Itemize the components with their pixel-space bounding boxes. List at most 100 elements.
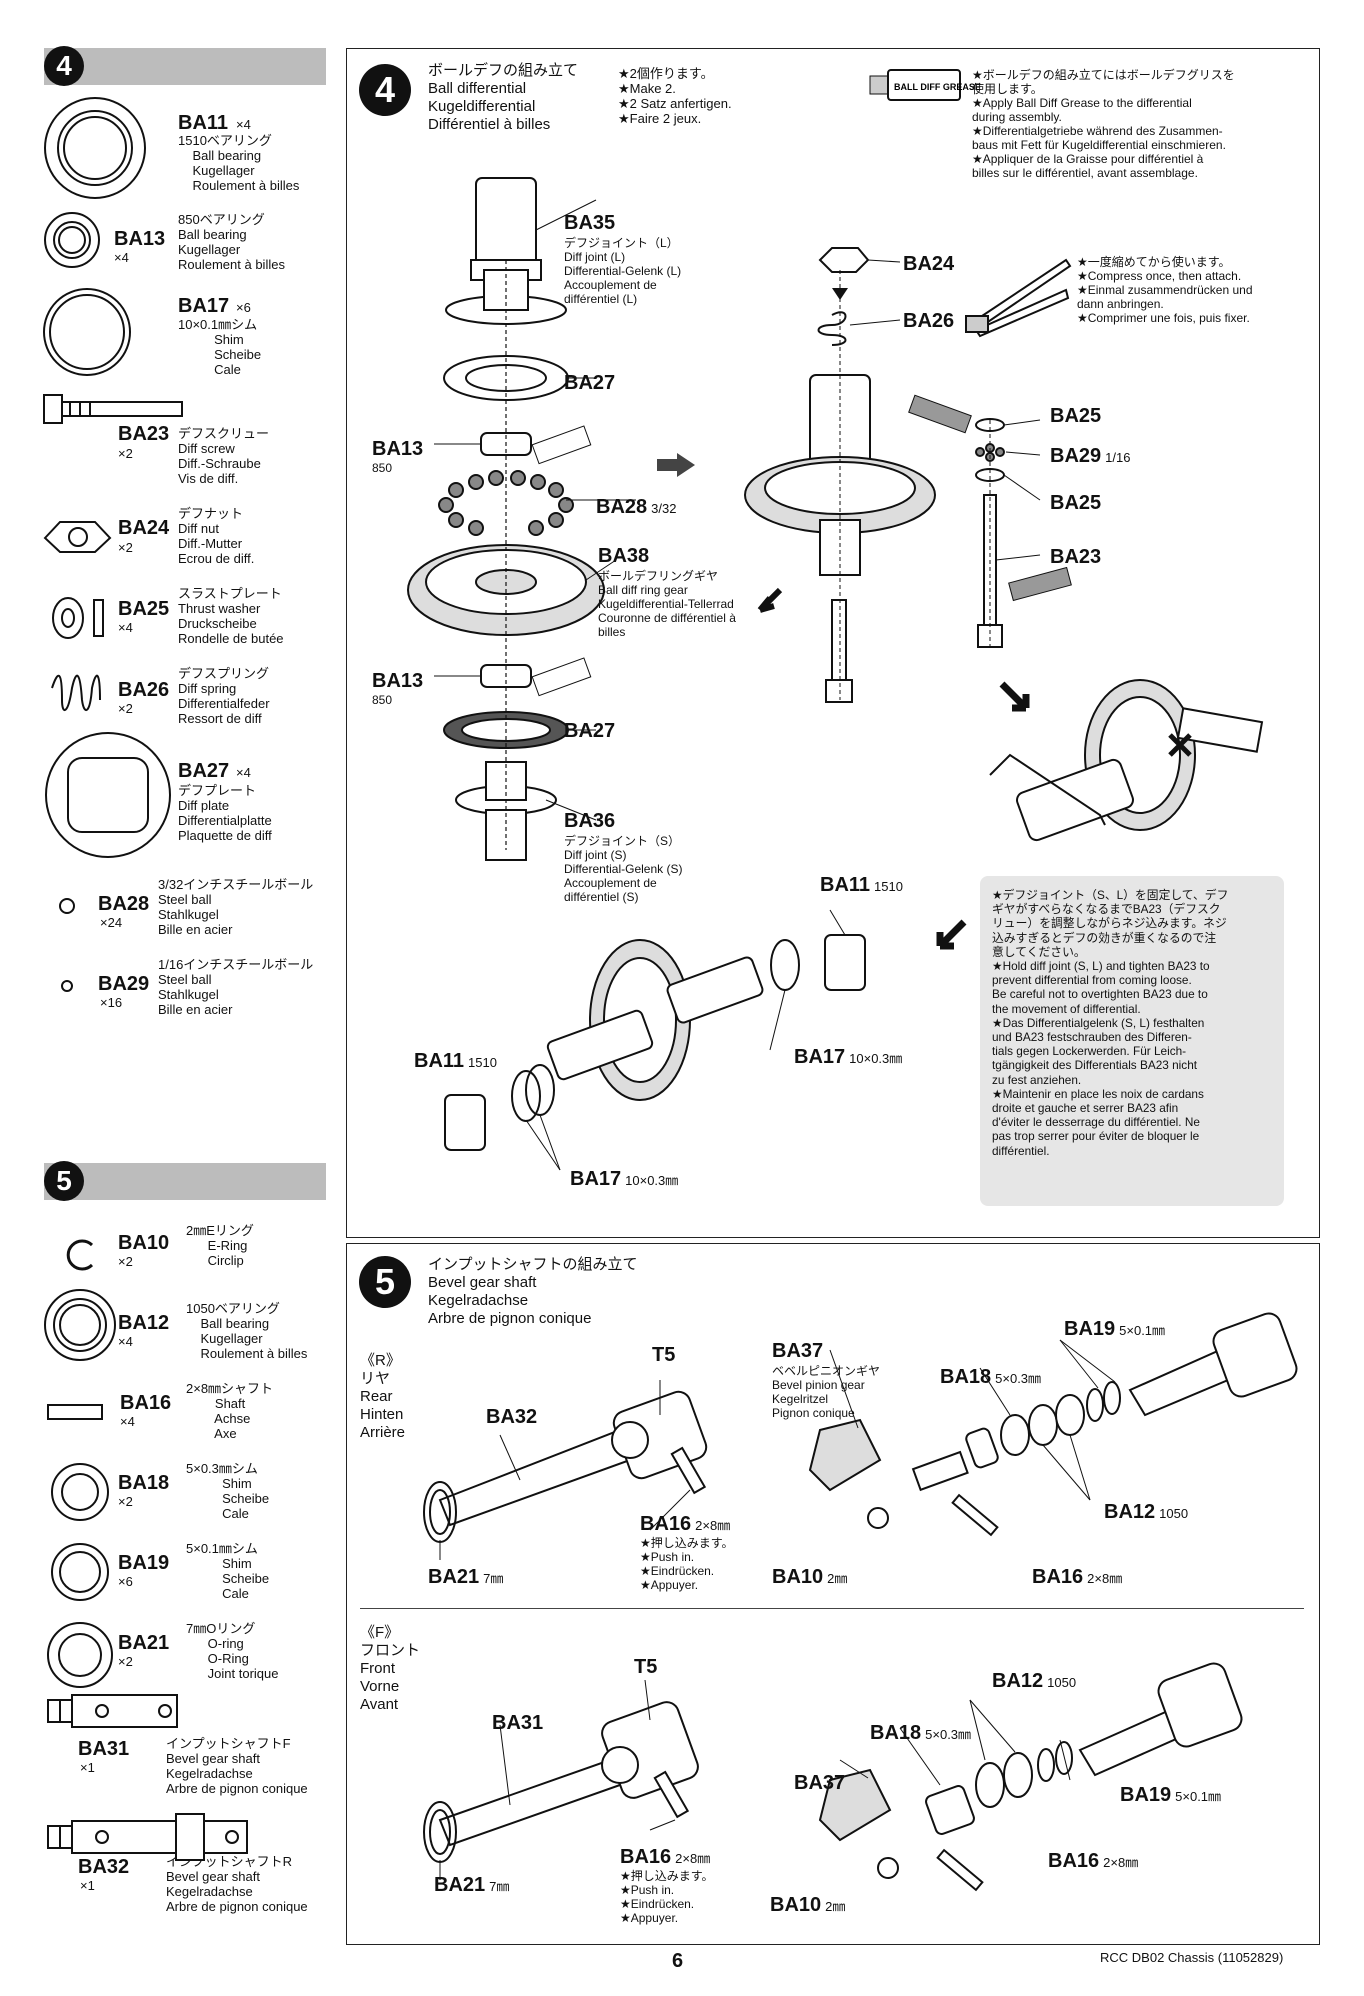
sidebar-step5-part-code: BA32 bbox=[78, 1856, 130, 1878]
sidebar-step4-part-desc: デフプレート Diff plate Differentialplatte Pla… bbox=[178, 783, 272, 843]
step5-title: インプットシャフトの組み立て Bevel gear shaft Kegelrad… bbox=[428, 1256, 638, 1327]
front-shaft-drawing bbox=[423, 1679, 699, 1880]
ba29-ball-icon bbox=[61, 980, 73, 992]
sidebar-step4-part-code: BA27 bbox=[178, 760, 230, 782]
sidebar-step5-part-count: ×6 bbox=[118, 1574, 133, 1589]
sidebar-step4-part-code: BA13 bbox=[114, 228, 166, 250]
label-t5-rear: T5 bbox=[652, 1344, 676, 1366]
label-ba37-front: BA37 bbox=[794, 1772, 846, 1794]
ba21-oring-icon bbox=[47, 1622, 113, 1688]
step5-number: 5 bbox=[359, 1256, 411, 1308]
label-ba27-upper: BA27 bbox=[564, 372, 616, 394]
compress-note: ★一度縮めてから使います。 ★Compress once, then attac… bbox=[1077, 255, 1253, 325]
ba36-desc: デフジョイント（S） Diff joint (S) Differential-G… bbox=[564, 834, 683, 904]
sidebar-step4-part-code: BA11 bbox=[178, 112, 229, 134]
label-ba32: BA32 bbox=[486, 1406, 538, 1428]
label-ba35: BA35 bbox=[564, 212, 616, 234]
sidebar-step5-part-count: ×2 bbox=[118, 1494, 133, 1509]
label-ba37-rear: BA37 bbox=[772, 1340, 824, 1362]
sidebar-step5-part-count: ×1 bbox=[80, 1878, 95, 1893]
step-arrow-icon bbox=[657, 453, 695, 477]
sidebar-step4-part-desc: スラストプレート Thrust washer Druckscheibe Rond… bbox=[178, 586, 284, 646]
sidebar-step5-part-desc: インプットシャフトF Bevel gear shaft Kegelradachs… bbox=[166, 1736, 308, 1796]
sidebar-step5-part-desc: 5×0.3㎜シム Shim Scheibe Cale bbox=[186, 1461, 270, 1521]
sidebar-step4-part-count: ×4 bbox=[118, 620, 133, 635]
sidebar-step4-part-desc: デフナット Diff nut Diff.-Mutter Ecrou de dif… bbox=[178, 506, 255, 566]
label-ba25-upper: BA25 bbox=[1050, 405, 1102, 427]
ba37-desc: ベベルピニオンギヤ Bevel pinion gear Kegelritzel … bbox=[772, 1364, 881, 1420]
sidebar-step4-part-count: ×4 bbox=[236, 765, 251, 780]
ba26-spring-icon bbox=[51, 674, 101, 711]
sidebar-step4-part-code: BA29 bbox=[98, 973, 150, 995]
label-ba36: BA36 bbox=[564, 810, 616, 832]
sidebar-step4-part-desc: 3/32インチスチールボール Steel ball Stahlkugel Bil… bbox=[158, 877, 314, 937]
step4-number: 4 bbox=[359, 64, 411, 116]
diff-exploded-drawing bbox=[407, 177, 636, 861]
sidebar-step4-part-desc: デフスクリュー Diff screw Diff.-Schraube Vis de… bbox=[178, 426, 270, 486]
arrow-icon bbox=[999, 681, 1030, 712]
tighten-note-box bbox=[980, 876, 1284, 1206]
sidebar-step5-part-code: BA21 bbox=[118, 1632, 170, 1654]
rear-shaft-drawing bbox=[423, 1380, 708, 1560]
label-ba13-lower: BA13 bbox=[372, 670, 424, 692]
sidebar-step5-part-code: BA12 bbox=[118, 1312, 170, 1334]
front-pinion-drawing bbox=[818, 1662, 1243, 1892]
sidebar-step4-part-count: ×4 bbox=[236, 117, 251, 132]
ba19-shim-icon bbox=[51, 1543, 109, 1601]
front-label: 《F》 フロント Front Vorne Avant bbox=[360, 1624, 421, 1713]
label-ba13-upper: BA13 bbox=[372, 438, 424, 460]
arrow-icon-2 bbox=[936, 919, 967, 950]
sidebar-step5-number: 5 bbox=[44, 1161, 84, 1201]
label-ba31: BA31 bbox=[492, 1712, 544, 1734]
label-ba13-upper-size: 850 bbox=[372, 461, 393, 475]
page-number: 6 bbox=[672, 1950, 684, 1972]
diff-assembled-drawing bbox=[744, 247, 1072, 703]
sidebar-step5-part-desc: 1050ベアリング Ball bearing Kugellager Roulem… bbox=[186, 1301, 308, 1361]
sidebar-step5-part-count: ×2 bbox=[118, 1254, 133, 1269]
tighten-note: ★デフジョイント（S、L）を固定して、デフ ギヤがすべらなくなるまでBA23（デ… bbox=[992, 888, 1229, 1158]
ba23-screw-icon bbox=[43, 394, 183, 424]
sidebar-step4-part-code: BA24 bbox=[118, 517, 170, 539]
ba28-ball-icon bbox=[59, 898, 75, 914]
model-name: RCC DB02 Chassis (11052829) bbox=[1100, 1950, 1284, 1965]
sidebar-step4-part-count: ×24 bbox=[100, 915, 123, 930]
sidebar-step5-part-code: BA19 bbox=[118, 1552, 170, 1574]
sidebar-step4-part-count: ×16 bbox=[100, 995, 123, 1010]
sidebar-step4-number: 4 bbox=[44, 46, 84, 86]
label-ba23: BA23 bbox=[1050, 546, 1102, 568]
label-ba27-lower: BA27 bbox=[564, 720, 616, 742]
grease-note: ★ボールデフの組み立てにはボールデフグリスを 使用します。 ★Apply Bal… bbox=[972, 68, 1235, 180]
sidebar-step4-part-count: ×4 bbox=[114, 250, 129, 265]
step4-title: ボールデフの組み立て Ball differential Kugeldiffer… bbox=[428, 62, 579, 133]
sidebar-step4-part-code: BA26 bbox=[118, 679, 170, 701]
rear-pinion-drawing bbox=[808, 1312, 1298, 1537]
label-ba25-lower: BA25 bbox=[1050, 492, 1102, 514]
sidebar-step5-part-code: BA18 bbox=[118, 1472, 170, 1494]
sidebar-step5-part-desc: 2㎜Eリング E-Ring Circlip bbox=[186, 1223, 254, 1268]
diff-tighten-drawing bbox=[989, 679, 1264, 842]
sidebar-step5-part-count: ×4 bbox=[120, 1414, 135, 1429]
sidebar-step4-part-count: ×6 bbox=[236, 300, 251, 315]
diff-final-drawing bbox=[444, 909, 866, 1171]
ba10-ering-icon bbox=[66, 1239, 94, 1271]
ba11-bearing-icon bbox=[44, 97, 146, 199]
ba24-nut-icon bbox=[43, 521, 112, 553]
ba27-plate-icon bbox=[45, 732, 171, 858]
sidebar-step4-part-desc: デフスプリング Diff spring Differentialfeder Re… bbox=[178, 666, 270, 726]
sidebar-step5-part-desc: インプットシャフトR Bevel gear shaft Kegelradachs… bbox=[166, 1854, 308, 1914]
grease-tube-icon: BALL DIFF GREASE bbox=[869, 69, 981, 101]
sidebar-step4-part-count: ×2 bbox=[118, 701, 133, 716]
sidebar-step4-part-desc: 10×0.1㎜シム Shim Scheibe Cale bbox=[178, 317, 262, 377]
